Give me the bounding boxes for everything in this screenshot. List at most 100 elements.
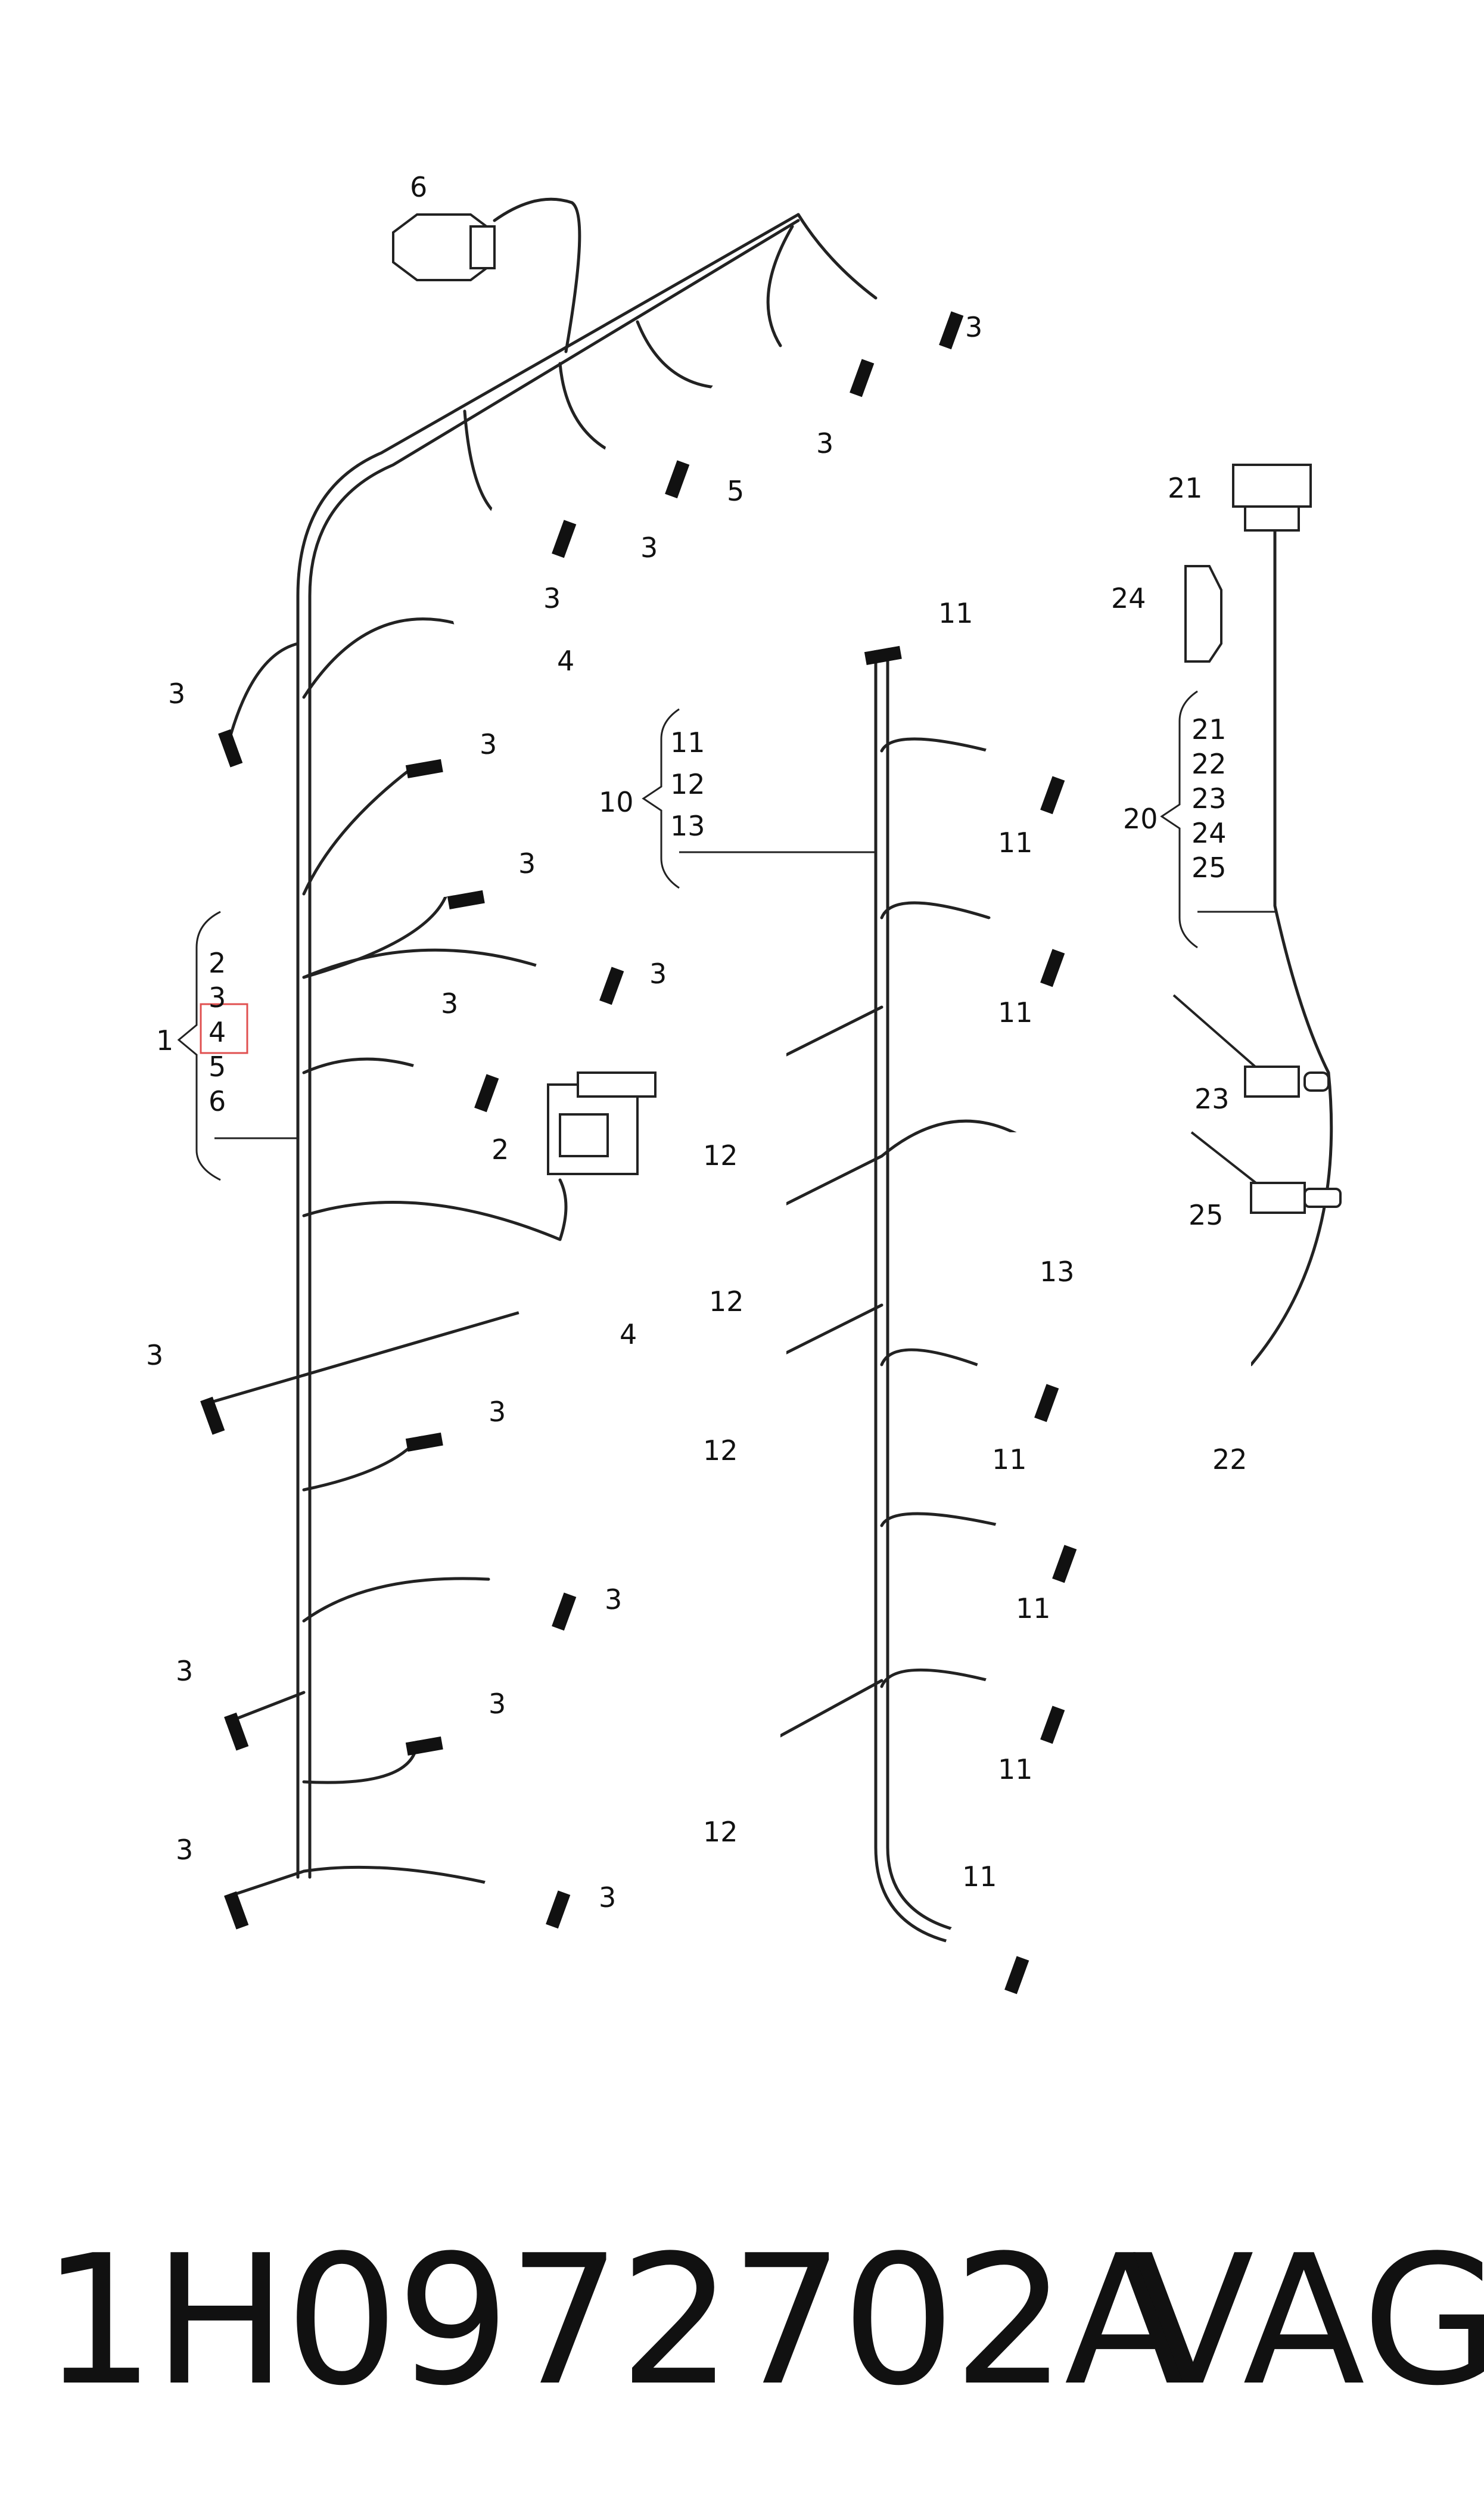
- connector-11: [970, 916, 1068, 996]
- branch-wire: [302, 617, 466, 699]
- branch-wire: [302, 1865, 490, 1885]
- branch-wire: [302, 1057, 419, 1074]
- connector-3: [869, 278, 967, 358]
- group1-item-3: 3: [209, 981, 226, 1014]
- callout-11: 11: [938, 597, 973, 629]
- group10-item-12: 12: [670, 768, 705, 800]
- callout-3: 3: [441, 987, 458, 1020]
- connector-24: [1184, 565, 1222, 663]
- group20-item-23: 23: [1191, 782, 1227, 815]
- branch-wire: [302, 1178, 568, 1241]
- part-number: 1H0972702A: [42, 2217, 1187, 2425]
- callout-3: 3: [489, 1396, 506, 1428]
- group1-bracket: [177, 911, 221, 1181]
- callout-22: 22: [1212, 1443, 1247, 1476]
- callout-24: 24: [1111, 582, 1146, 614]
- branch-wire: [880, 1668, 991, 1688]
- connector-3: [384, 1361, 452, 1453]
- callout-13: 13: [1040, 1256, 1075, 1288]
- connector-3: [426, 818, 494, 911]
- connector-3: [481, 1560, 580, 1639]
- connector-3: [595, 427, 693, 507]
- branch-wire: [766, 225, 794, 347]
- cable-tie-23: [1172, 994, 1330, 1098]
- branch-wire: [302, 767, 413, 896]
- group10-item-11: 11: [670, 726, 705, 759]
- callout-12: 12: [703, 1816, 738, 1848]
- connector-3: [154, 1704, 252, 1784]
- callout-6: 6: [410, 171, 427, 203]
- branch-wire: [225, 642, 300, 753]
- wiring-harness-diagram: 1 2 3 4 5 6 10 11 12 13 20 21 22 23 24 2…: [130, 171, 1342, 2003]
- connector-3: [779, 326, 878, 406]
- branch-wire: [797, 213, 878, 300]
- callout-1: 1: [156, 1024, 173, 1057]
- callout-4: 4: [557, 645, 574, 677]
- callout-3: 3: [168, 678, 185, 710]
- main-trunk-wire-2: [308, 219, 800, 1879]
- callout-3: 3: [816, 427, 833, 459]
- callout-3: 3: [146, 1339, 163, 1371]
- callout-2: 2: [491, 1133, 509, 1166]
- callout-3: 3: [489, 1688, 506, 1720]
- group1-item-4: 4: [209, 1016, 226, 1048]
- connector-13: [995, 1132, 1102, 1210]
- connector-12: [703, 1332, 786, 1425]
- secondary-trunk-wire: [874, 612, 955, 1945]
- connector-3: [481, 487, 580, 567]
- callout-3: 3: [599, 1881, 616, 1914]
- connector-3: [384, 687, 452, 780]
- connector-3: [475, 1858, 574, 1937]
- branch-wire: [463, 409, 496, 514]
- callout-12: 12: [709, 1285, 744, 1318]
- callout-3: 3: [605, 1583, 622, 1616]
- callout-3: 3: [176, 1655, 193, 1687]
- callout-12: 12: [703, 1139, 738, 1172]
- connector-3: [404, 1041, 502, 1121]
- branch-wire: [880, 901, 991, 920]
- branch-wire: [880, 1119, 1026, 1158]
- callout-4: 4: [620, 1318, 637, 1350]
- branch-wire: [302, 1577, 490, 1623]
- callout-11: 11: [962, 1860, 997, 1893]
- cable-tie-25: [1190, 1131, 1342, 1214]
- callout-5: 5: [727, 475, 744, 507]
- connector-12: [697, 1713, 780, 1807]
- connector-11: [964, 1351, 1062, 1431]
- callout-3: 3: [649, 958, 667, 990]
- callout-3: 3: [543, 582, 561, 614]
- branch-wire: [195, 1309, 526, 1408]
- callout-10: 10: [599, 786, 634, 818]
- connector-11: [843, 574, 911, 667]
- group1-item-2: 2: [209, 947, 226, 979]
- group20-item-25: 25: [1191, 852, 1227, 884]
- side-wire: [1249, 523, 1333, 1366]
- connector-11: [934, 1923, 1032, 2003]
- branch-wire: [493, 197, 581, 353]
- connector-3: [148, 720, 246, 800]
- connector-21: [1232, 464, 1312, 532]
- branch-wire: [880, 737, 991, 753]
- connector-3: [384, 1664, 452, 1757]
- callout-21: 21: [1168, 472, 1203, 504]
- group10-item-13: 13: [670, 810, 705, 842]
- callout-25: 25: [1189, 1199, 1224, 1231]
- callout-3: 3: [518, 847, 536, 880]
- connector-11: [970, 743, 1068, 823]
- callout-3: 3: [640, 532, 658, 564]
- main-trunk-wire: [296, 213, 800, 1879]
- callout-3: 3: [176, 1834, 193, 1866]
- connector-4: [453, 587, 536, 681]
- branch-wire: [558, 362, 615, 455]
- group20-item-22: 22: [1191, 748, 1227, 780]
- connector-4: [518, 1278, 602, 1372]
- callout-20: 20: [1123, 803, 1158, 835]
- callout-11: 11: [998, 827, 1033, 859]
- brand-label: VAG: [1132, 2217, 1484, 2425]
- callout-3: 3: [480, 728, 497, 760]
- group20-item-21: 21: [1191, 713, 1227, 746]
- connector-2: [547, 1071, 657, 1175]
- connector-3: [529, 934, 627, 1014]
- connector-12: [703, 1183, 786, 1276]
- callout-12: 12: [703, 1434, 738, 1467]
